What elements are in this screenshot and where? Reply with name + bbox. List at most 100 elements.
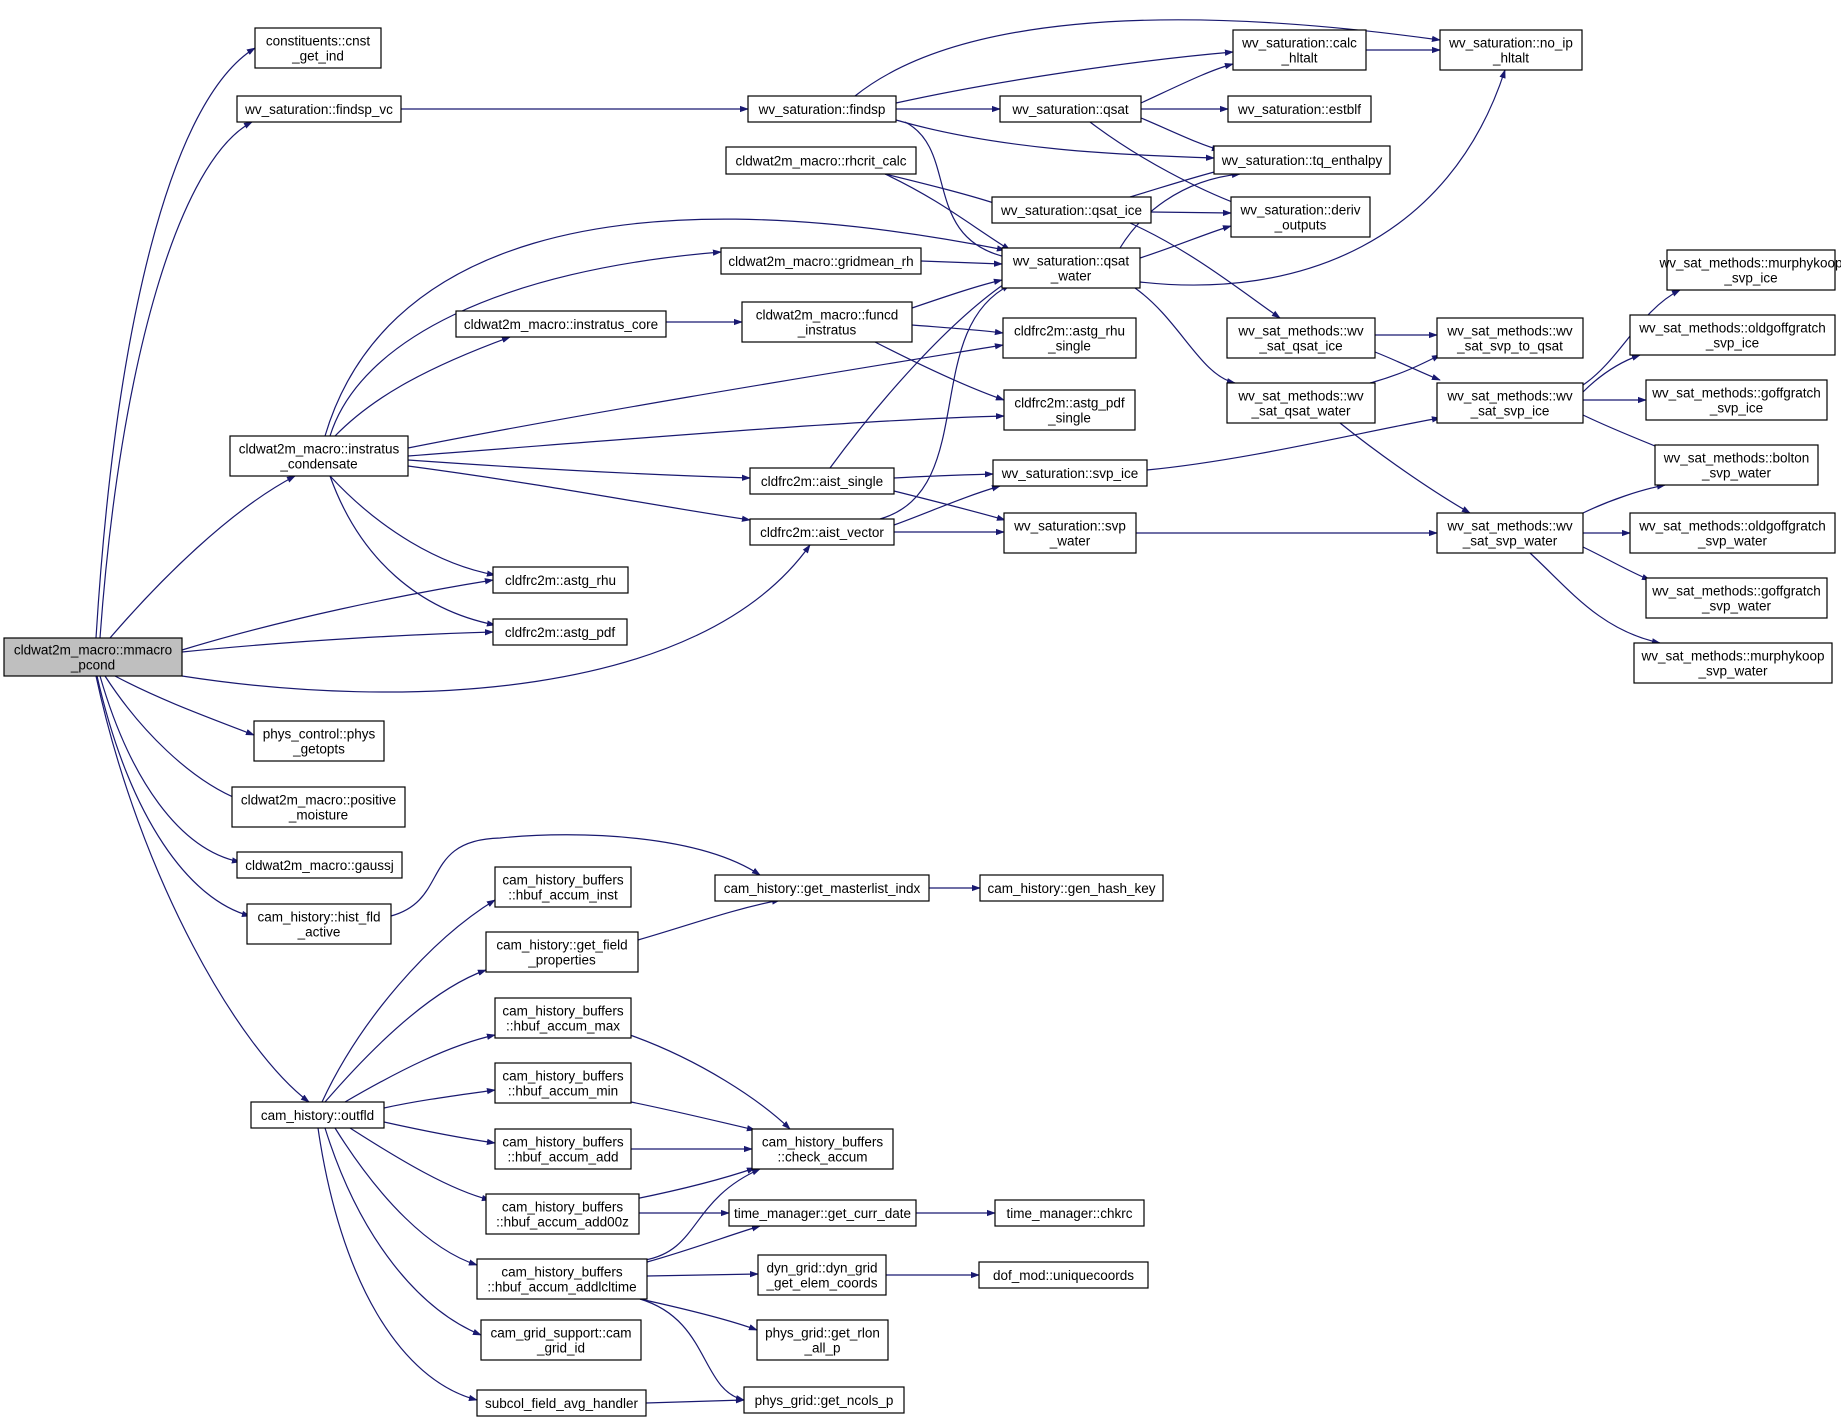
edge-funcd_instratus-to-astg_rhu_single (911, 324, 1004, 336)
edge-instratus_condensate-to-astg_pdf_single (407, 413, 1005, 457)
node-label: cldwat2m_macro::mmacro (14, 643, 172, 658)
node-hbuf-accum-min[interactable]: cam_history_buffers::hbuf_accum_min (494, 1062, 632, 1104)
node-astg-pdf-single[interactable]: cldfrc2m::astg_pdf_single (1003, 389, 1136, 431)
node-check-accum[interactable]: cam_history_buffers::check_accum (751, 1128, 894, 1170)
node-label: wv_saturation::qsat (1011, 102, 1129, 117)
node-label: wv_sat_methods::wv (1446, 519, 1573, 534)
edge-instratus_condensate-to-astg_rhu_single (407, 343, 1004, 449)
node-tq-enthalpy[interactable]: wv_saturation::tq_enthalpy (1213, 145, 1391, 175)
node-hbuf-accum-add00z[interactable]: cam_history_buffers::hbuf_accum_add00z (485, 1193, 640, 1235)
node-aist-single[interactable]: cldfrc2m::aist_single (749, 467, 895, 495)
node-uniquecoords[interactable]: dof_mod::uniquecoords (978, 1261, 1149, 1289)
node-label: wv_sat_methods::wv (1237, 389, 1364, 404)
edge-root-to-gaussj (99, 675, 241, 864)
node-qsat-water[interactable]: wv_saturation::qsat_water (1001, 247, 1141, 289)
node-label: wv_sat_methods::bolton (1663, 451, 1810, 466)
node-label: _svp_water (1697, 664, 1768, 679)
node-astg-pdf[interactable]: cldfrc2m::astg_pdf (492, 618, 628, 646)
node-wv-sat-qsat-ice[interactable]: wv_sat_methods::wv_sat_qsat_ice (1226, 317, 1376, 359)
edge-root-to-astg_rhu (181, 578, 494, 651)
node-dyn-grid-get-elem-coords[interactable]: dyn_grid::dyn_grid_get_elem_coords (757, 1254, 887, 1296)
node-label: _pcond (70, 658, 115, 673)
node-deriv-outputs[interactable]: wv_saturation::deriv_outputs (1230, 196, 1371, 238)
node-wv-sat-svp-ice[interactable]: wv_sat_methods::wv_sat_svp_ice (1436, 382, 1584, 424)
node-label: _svp_ice (1723, 271, 1777, 286)
node-label: wv_sat_methods::goffgratch (1651, 584, 1821, 599)
node-instratus-core[interactable]: cldwat2m_macro::instratus_core (455, 310, 667, 338)
node-label: wv_saturation::svp_ice (1001, 466, 1139, 481)
node-estblf[interactable]: wv_saturation::estblf (1227, 95, 1372, 123)
node-get-curr-date[interactable]: time_manager::get_curr_date (728, 1199, 917, 1227)
node-get-ncols-p[interactable]: phys_grid::get_ncols_p (743, 1386, 905, 1414)
node-findsp-vc[interactable]: wv_saturation::findsp_vc (236, 95, 402, 123)
node-label: wv_saturation::findsp (758, 102, 886, 117)
node-aist-vector[interactable]: cldfrc2m::aist_vector (749, 518, 895, 546)
node-qsat[interactable]: wv_saturation::qsat (999, 95, 1142, 123)
node-label: dyn_grid::dyn_grid (766, 1261, 877, 1276)
node-murphykoop-svp-water[interactable]: wv_sat_methods::murphykoop_svp_water (1633, 642, 1833, 684)
node-wv-sat-qsat-water[interactable]: wv_sat_methods::wv_sat_qsat_water (1226, 382, 1376, 424)
node-label: cldwat2m_macro::gaussj (245, 858, 394, 873)
node-get-field-properties[interactable]: cam_history::get_field_properties (485, 931, 639, 973)
node-instratus-condensate[interactable]: cldwat2m_macro::instratus_condensate (229, 435, 409, 477)
node-funcd-instratus[interactable]: cldwat2m_macro::funcd_instratus (741, 301, 913, 343)
node-positive-moisture[interactable]: cldwat2m_macro::positive_moisture (231, 786, 406, 828)
node-label: wv_sat_methods::wv (1237, 324, 1364, 339)
node-gridmean-rh[interactable]: cldwat2m_macro::gridmean_rh (720, 247, 922, 275)
node-root[interactable]: cldwat2m_macro::mmacro_pcond (3, 637, 183, 677)
node-label: _active (297, 925, 341, 940)
node-calc-hltalt[interactable]: wv_saturation::calc_hltalt (1232, 29, 1367, 71)
node-murphykoop-svp-ice[interactable]: wv_sat_methods::murphykoop_svp_ice (1658, 249, 1841, 291)
node-label: wv_sat_methods::goffgratch (1651, 386, 1821, 401)
edge-root-to-findsp_vc (99, 121, 253, 639)
edge-hbuf_accum_add00z-to-check_accum (629, 1167, 756, 1201)
node-astg-rhu[interactable]: cldfrc2m::astg_rhu (492, 566, 629, 594)
node-label: cldwat2m_macro::rhcrit_calc (735, 154, 906, 169)
node-hbuf-accum-addlcltime[interactable]: cam_history_buffers::hbuf_accum_addlclti… (476, 1258, 648, 1300)
node-goffgratch-svp-ice[interactable]: wv_sat_methods::goffgratch_svp_ice (1645, 379, 1828, 421)
node-label: time_manager::get_curr_date (734, 1206, 911, 1221)
node-label: _svp_water (1701, 466, 1772, 481)
node-label: wv_sat_methods::oldgoffgratch (1638, 519, 1826, 534)
node-no-ip-hltalt[interactable]: wv_saturation::no_ip_hltalt (1439, 29, 1583, 71)
node-wv-sat-svp-to-qsat[interactable]: wv_sat_methods::wv_sat_svp_to_qsat (1436, 317, 1584, 359)
node-hbuf-accum-add[interactable]: cam_history_buffers::hbuf_accum_add (494, 1128, 632, 1170)
node-outfld[interactable]: cam_history::outfld (250, 1101, 385, 1129)
node-label: _getopts (292, 742, 345, 757)
node-cam-grid-id[interactable]: cam_grid_support::cam_grid_id (480, 1319, 642, 1361)
node-chkrc[interactable]: time_manager::chkrc (994, 1199, 1145, 1227)
node-label: cam_history::hist_fld (257, 910, 380, 925)
node-label: _water (1050, 269, 1092, 284)
node-qsat-ice[interactable]: wv_saturation::qsat_ice (991, 196, 1152, 224)
node-label: phys_grid::get_ncols_p (755, 1393, 894, 1408)
node-gaussj[interactable]: cldwat2m_macro::gaussj (236, 851, 403, 879)
node-rhcrit-calc[interactable]: cldwat2m_macro::rhcrit_calc (725, 146, 917, 175)
node-oldgoffgratch-svp-water[interactable]: wv_sat_methods::oldgoffgratch_svp_water (1629, 512, 1836, 554)
node-cnst-get-ind[interactable]: constituents::cnst_get_ind (254, 27, 382, 69)
node-phys-getopts[interactable]: phys_control::phys_getopts (253, 720, 385, 762)
node-astg-rhu-single[interactable]: cldfrc2m::astg_rhu_single (1002, 317, 1137, 359)
edge-hbuf_accum_addlcltime-to-get_rlon_all_p (639, 1298, 758, 1331)
node-subcol-field-avg-handler[interactable]: subcol_field_avg_handler (476, 1389, 647, 1417)
edge-aist_vector-to-qsat_water (879, 284, 1011, 520)
edge-instratus_condensate-to-astg_rhu (329, 475, 496, 577)
edge-qsat-to-tq_enthalpy (1140, 117, 1221, 152)
node-label: time_manager::chkrc (1006, 1206, 1132, 1221)
edge-outfld-to-hbuf_accum_add00z (349, 1127, 491, 1202)
node-get-rlon-all-p[interactable]: phys_grid::get_rlon_all_p (756, 1319, 889, 1361)
node-label: cam_history::get_masterlist_indx (724, 881, 921, 896)
node-label: _sat_svp_water (1462, 534, 1558, 549)
node-svp-ice[interactable]: wv_saturation::svp_ice (992, 459, 1148, 487)
node-get-masterlist-indx[interactable]: cam_history::get_masterlist_indx (714, 874, 930, 902)
node-hist-fld-active[interactable]: cam_history::hist_fld_active (246, 903, 392, 945)
node-findsp[interactable]: wv_saturation::findsp (747, 95, 897, 123)
node-goffgratch-svp-water[interactable]: wv_sat_methods::goffgratch_svp_water (1645, 577, 1828, 619)
node-hbuf-accum-max[interactable]: cam_history_buffers::hbuf_accum_max (494, 997, 632, 1039)
node-gen-hash-key[interactable]: cam_history::gen_hash_key (979, 874, 1164, 902)
node-hbuf-accum-inst[interactable]: cam_history_buffers::hbuf_accum_inst (494, 866, 632, 908)
node-svp-water[interactable]: wv_saturation::svp_water (1003, 512, 1137, 554)
node-bolton-svp-water[interactable]: wv_sat_methods::bolton_svp_water (1654, 444, 1819, 486)
node-oldgoffgratch-svp-ice[interactable]: wv_sat_methods::oldgoffgratch_svp_ice (1629, 314, 1836, 356)
node-wv-sat-svp-water[interactable]: wv_sat_methods::wv_sat_svp_water (1436, 512, 1584, 554)
